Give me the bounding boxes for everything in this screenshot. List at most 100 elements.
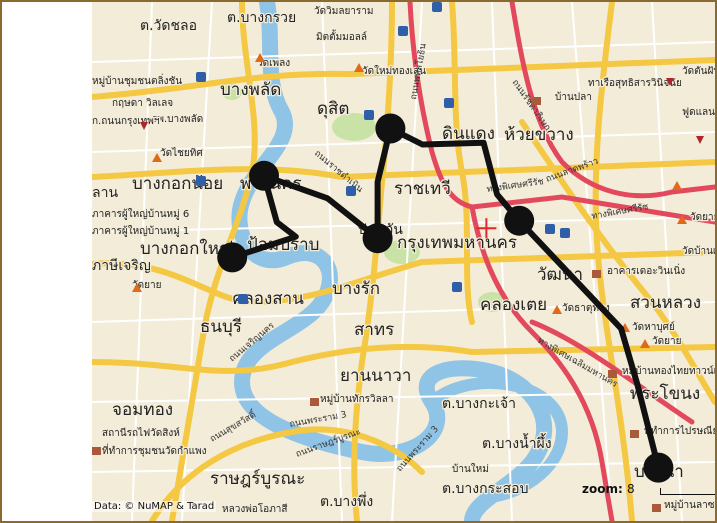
house-icon (532, 97, 541, 105)
place-label-bang-krachao: ต.บางกะเจ้า (442, 396, 516, 412)
house-icon (608, 370, 617, 378)
bus-station-icon (432, 2, 442, 12)
place-label-wat-chalo: ต.วัดชลอ (140, 18, 197, 34)
place-label-wat-fook: ฟูดแลนด์ (682, 106, 715, 118)
bus-station-icon (444, 98, 454, 108)
bus-station-icon (545, 224, 555, 234)
place-label-ratchathewi: ราชเทวี (394, 179, 451, 199)
map-center-crosshair (476, 218, 497, 239)
bus-station-icon (560, 228, 570, 238)
house-icon (92, 447, 101, 455)
river-loop (428, 376, 569, 503)
route-stop-marker[interactable] (375, 113, 406, 144)
route-stop-marker[interactable] (249, 160, 279, 191)
place-label-mu-ban: หมู่บ้านทองไทยทาวน์เฮ้ (622, 365, 715, 377)
place-label-bang-phlat: บางพลัด (220, 80, 281, 100)
place-label-bangkok-yai: บางกอกใหญ่ (140, 238, 233, 259)
place-label-wat-hua-2: วัดบ้านเลข (682, 245, 715, 257)
zoom-value: 8 (626, 482, 635, 496)
place-label-ban-pla: บ้านปลา (555, 91, 592, 103)
place-label-krungthep-bridge: กฤษดา วิลเลจ (112, 98, 173, 109)
place-label-wat-phleng: วัดเพลง (257, 58, 290, 69)
bus-station-icon (452, 282, 462, 292)
poi-markers (92, 2, 704, 512)
place-label-wat-yai-2: วัดยาย (652, 336, 681, 347)
place-label-dusit: ดุสิต (317, 99, 349, 119)
park-bangphlat (222, 84, 242, 100)
major-roads (92, 2, 715, 521)
place-label-bang-1: ก.ถนนกรุงเทพฯ (92, 116, 160, 127)
shield-icon (666, 78, 674, 86)
place-label-mitmall: มิตตั้มมอลล์ (316, 29, 367, 43)
place-label-wat-hua: วัดหาบุศย์ (632, 321, 675, 333)
place-label-yan-nawa: ยานนาวา (340, 366, 411, 386)
temple-icon (255, 53, 265, 62)
place-label-bang-nam-phueng: ต.บางน้ำผึ้ง (482, 433, 552, 452)
place-label-phra-khanong: พระโขนง (630, 383, 700, 404)
park-benjakitti (478, 292, 506, 312)
place-label-bang-kra-sob: ต.บางกระสอบ (442, 481, 528, 497)
route-stop-marker[interactable] (217, 242, 248, 273)
zoom-label: zoom: (582, 482, 623, 496)
bus-station-icon (196, 72, 206, 82)
place-label-chom-thong: จอมทอง (112, 400, 173, 420)
house-icon (652, 504, 661, 512)
place-label-bang-kruai: ต.บางกรวย (227, 10, 296, 26)
place-label-wat-mai-thong: วัดใหม่ทองเสน (362, 65, 426, 77)
place-label-wat-yai-3: วัดตันฝันน้อย (682, 65, 715, 77)
place-label-chumchon: หมู่บ้านชุมชนตลิ่งชัน (92, 73, 182, 87)
route-stops (217, 113, 674, 483)
park-lumphini (384, 240, 420, 264)
place-label-bang-4: ภาคารผู้ใหญ่บ้านหมู่ 6 (92, 208, 189, 220)
place-label-khlong-san: คลองสาน (232, 289, 304, 309)
shield-icon (140, 122, 148, 130)
bus-station-icon (238, 294, 248, 304)
place-label-suan-luang: สวนหลวง (630, 293, 701, 313)
temple-icon (672, 181, 682, 190)
place-label-wat-kan: วัดยาย (690, 212, 715, 223)
place-label-khlong-toei: คลองเตย (480, 295, 547, 315)
zoom-indicator: zoom: 8 (582, 482, 635, 496)
scale-bar (660, 488, 715, 495)
place-label-sathon: สาทร (354, 320, 394, 340)
place-label-wat-lao: หลวงพ่อโอภาสี (222, 502, 288, 515)
park-dusit (332, 113, 376, 141)
route-stop-marker[interactable] (362, 223, 393, 254)
bus-station-icon (196, 176, 206, 186)
place-label-din-daeng: ดินแดง (442, 124, 495, 144)
place-label-mu-ban-2: หมู่บ้านทักรวิลลา (320, 393, 394, 405)
house-icon (630, 430, 639, 438)
house-icon (592, 270, 601, 278)
place-label-bang-5: ภาคารผู้ใหญ่บ้านหมู่ 1 (92, 225, 189, 237)
place-label-bang-phueng: ต.บางพึ่ง (320, 492, 373, 510)
place-label-a-kant: อาคารเดอะวินเนิ่ง (607, 263, 685, 277)
bus-station-icon (346, 186, 356, 196)
place-label-wat-chai: วัดไชยทิศ (160, 147, 203, 159)
place-label-hospital: รพ.บางพลัด (152, 114, 203, 125)
temple-icon (677, 215, 687, 224)
place-label-pom-prap: ป้อมปราบ (247, 235, 319, 255)
place-label-wat-tha: ทาเรือสุทธิสารวินิจฉัย (588, 77, 682, 89)
temple-icon (152, 153, 162, 162)
shield-icon (696, 136, 704, 144)
place-label-rat-burana: ราษฎร์บูรณะ (210, 469, 305, 489)
temple-icon (640, 339, 650, 348)
expressways (407, 2, 715, 521)
route-stop-marker[interactable] (643, 452, 674, 483)
place-label-station: สถานีรถไฟวัดสิงห์ (102, 427, 180, 439)
temple-icon (552, 305, 562, 314)
map-svg[interactable]: ต.วัดชลอต.บางกรวยวัดวิมลยารามมิตตั้มมอลล… (92, 2, 715, 521)
place-label-bang-3: ลาน (92, 185, 118, 201)
place-label-bang-phlat-2: บางกอกน้อย (132, 174, 223, 194)
temple-icon (354, 63, 364, 72)
place-label-mu-ban-3: หมู่บ้านลาซาล (664, 499, 715, 511)
place-label-thon-buri: ธนบุรี (200, 317, 242, 337)
temple-icon (132, 283, 142, 292)
bus-station-icon (364, 110, 374, 120)
place-label-huai-khwang: ห้วยขวาง (504, 125, 574, 145)
place-label-krung-thep: กรุงเทพมหานคร (397, 233, 517, 253)
route-stop-marker[interactable] (504, 205, 535, 236)
map-canvas[interactable]: ต.วัดชลอต.บางกรวยวัดวิมลยารามมิตตั้มมอลล… (92, 2, 715, 521)
place-label-ban-mai: บ้านใหม่ (452, 463, 489, 475)
